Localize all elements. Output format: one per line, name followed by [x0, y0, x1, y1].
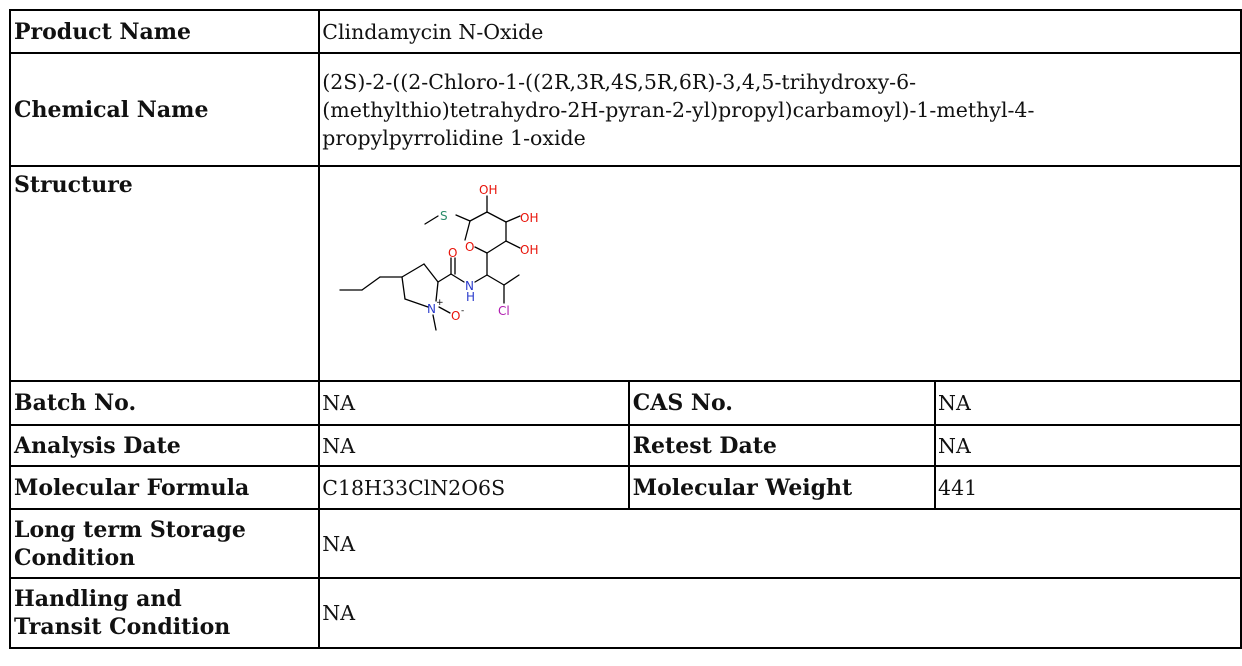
molecular-formula-value: C18H33ClN2O6S — [318, 465, 630, 510]
row-batch: Batch No. NA CAS No. NA — [8, 380, 1242, 426]
row-structure: Structure — [8, 165, 1242, 382]
row-product-name: Product Name Clindamycin N-Oxide — [8, 9, 1242, 54]
molecular-formula-label: Molecular Formula — [8, 465, 321, 510]
structure-label: Structure — [8, 165, 321, 382]
retest-date-value: NA — [934, 424, 1242, 467]
hydroxyl-atom-label: OH — [479, 183, 497, 197]
molecular-weight-value: 441 — [934, 465, 1242, 510]
product-name-label: Product Name — [8, 9, 321, 54]
structure-cell: S OH OH OH O O N H N + O - Cl — [318, 165, 1242, 382]
handling-condition-value: NA — [318, 577, 1242, 649]
storage-condition-label-line: Condition — [14, 544, 136, 571]
row-storage-condition: Long term Storage Condition NA — [8, 508, 1242, 579]
oxide-nitrogen-label: N — [427, 302, 436, 316]
handling-condition-label-line: Handling and — [14, 586, 182, 612]
storage-condition-label-line: Long term Storage — [14, 516, 246, 543]
structure-bonds — [339, 195, 521, 331]
storage-condition-label: Long term Storage Condition — [8, 508, 321, 579]
product-info-table: Product Name Clindamycin N-Oxide Chemica… — [8, 9, 1242, 649]
positive-charge-label: + — [436, 298, 444, 308]
row-handling-condition: Handling and Transit Condition NA — [8, 577, 1242, 649]
chlorine-atom-label: Cl — [498, 304, 510, 318]
amide-hydrogen-label: H — [466, 290, 475, 304]
sulfur-atom-label: S — [440, 209, 448, 223]
ring-oxygen-label: O — [465, 240, 474, 254]
analysis-date-label: Analysis Date — [8, 424, 321, 467]
storage-condition-value: NA — [318, 508, 1242, 579]
batch-no-value: NA — [318, 380, 630, 426]
hydroxyl-atom-label: OH — [520, 211, 538, 225]
oxide-oxygen-label: O — [451, 309, 460, 323]
molecular-weight-label: Molecular Weight — [627, 465, 937, 510]
product-name-value: Clindamycin N-Oxide — [318, 9, 1242, 54]
chemical-name-line: (2S)-2-((2-Chloro-1-((2R,3R,4S,5R,6R)-3,… — [322, 69, 917, 94]
row-molecular-formula: Molecular Formula C18H33ClN2O6S Molecula… — [8, 465, 1242, 510]
row-chemical-name: Chemical Name (2S)-2-((2-Chloro-1-((2R,3… — [8, 52, 1242, 167]
batch-no-label: Batch No. — [8, 380, 321, 426]
amide-nitrogen-label: N — [465, 279, 474, 293]
row-analysis-date: Analysis Date NA Retest Date NA — [8, 424, 1242, 467]
cas-no-label: CAS No. — [627, 380, 937, 426]
chemical-name-label: Chemical Name — [8, 52, 321, 167]
structure-image: S OH OH OH O O N H N + O - Cl — [339, 183, 539, 331]
carbonyl-oxygen-label: O — [448, 246, 457, 260]
cas-no-value: NA — [934, 380, 1242, 426]
negative-charge-label: - — [461, 306, 464, 316]
chemical-name-line: propylpyrrolidine 1-oxide — [322, 125, 586, 150]
hydroxyl-atom-label: OH — [520, 243, 538, 257]
chemical-name-value: (2S)-2-((2-Chloro-1-((2R,3R,4S,5R,6R)-3,… — [318, 52, 1242, 167]
analysis-date-value: NA — [318, 424, 630, 467]
retest-date-label: Retest Date — [627, 424, 937, 467]
handling-condition-label: Handling and Transit Condition — [8, 577, 321, 649]
structure-atom-labels: S OH OH OH O O N H N + O - Cl — [427, 183, 538, 323]
chemical-name-line: (methylthio)tetrahydro-2H-pyran-2-yl)pro… — [322, 97, 1035, 122]
handling-condition-label-line: Transit Condition — [14, 614, 231, 640]
